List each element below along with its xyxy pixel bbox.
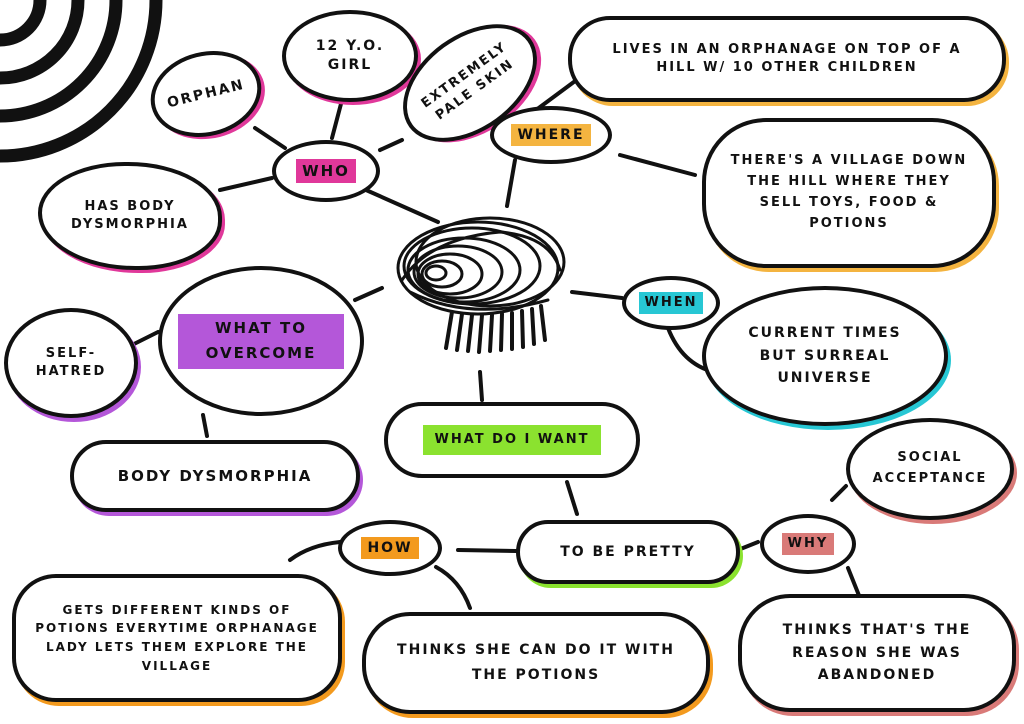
orphan-text: ORPHAN bbox=[165, 76, 247, 111]
abandoned-reason-bubble: THINKS THAT'S THE REASON SHE WAS ABANDON… bbox=[738, 594, 1016, 712]
social-acceptance-bubble: SOCIAL ACCEPTANCE bbox=[846, 418, 1014, 520]
to-be-pretty-bubble: TO BE PRETTY bbox=[516, 520, 740, 584]
how-node: HOW bbox=[338, 520, 442, 576]
potions-everytime-bubble: GETS DIFFERENT KINDS OF POTIONS EVERYTIM… bbox=[12, 574, 342, 702]
orphanage-text: LIVES IN AN ORPHANAGE ON TOP OF A HILL W… bbox=[612, 42, 962, 75]
can-do-it-text: THINKS SHE CAN DO IT WITH THE POTIONS bbox=[397, 641, 675, 683]
to-be-pretty-text: TO BE PRETTY bbox=[560, 543, 696, 560]
why-node: WHY bbox=[760, 514, 856, 574]
village-bubble: THERE'S A VILLAGE DOWN THE HILL WHERE TH… bbox=[702, 118, 996, 268]
self-hatred-bubble: SELF-HATRED bbox=[4, 308, 138, 418]
where-label: WHERE bbox=[511, 123, 591, 147]
social-acceptance-text: SOCIAL ACCEPTANCE bbox=[872, 450, 988, 486]
body-dysmorphia-bubble: BODY DYSMORPHIA bbox=[70, 440, 360, 512]
current-times-text: CURRENT TIMES BUT SURREAL UNIVERSE bbox=[748, 325, 902, 387]
what-to-overcome-label: WHAT TO OVERCOME bbox=[178, 313, 344, 369]
age-bubble: 12 Y.O. GIRL bbox=[282, 10, 418, 102]
when-label: WHEN bbox=[638, 292, 704, 314]
when-node: WHEN bbox=[622, 276, 720, 330]
where-node: WHERE bbox=[490, 106, 612, 164]
what-to-overcome-node: WHAT TO OVERCOME bbox=[158, 266, 364, 416]
what-do-i-want-label: WHAT DO I WANT bbox=[422, 425, 602, 455]
why-label: WHY bbox=[781, 533, 835, 555]
current-times-bubble: CURRENT TIMES BUT SURREAL UNIVERSE bbox=[702, 286, 948, 426]
village-text: THERE'S A VILLAGE DOWN THE HILL WHERE TH… bbox=[730, 153, 968, 231]
has-body-dysmorphia-text: HAS BODY DYSMORPHIA bbox=[71, 199, 189, 232]
has-body-dysmorphia-bubble: HAS BODY DYSMORPHIA bbox=[38, 162, 222, 270]
body-dysmorphia-text: BODY DYSMORPHIA bbox=[117, 466, 313, 485]
orphanage-bubble: LIVES IN AN ORPHANAGE ON TOP OF A HILL W… bbox=[568, 16, 1006, 102]
abandoned-reason-text: THINKS THAT'S THE REASON SHE WAS ABANDON… bbox=[782, 622, 972, 684]
who-node: WHO bbox=[272, 140, 380, 202]
what-do-i-want-node: WHAT DO I WANT bbox=[384, 402, 640, 478]
potions-everytime-text: GETS DIFFERENT KINDS OF POTIONS EVERYTIM… bbox=[35, 602, 319, 673]
can-do-it-bubble: THINKS SHE CAN DO IT WITH THE POTIONS bbox=[362, 612, 710, 714]
who-label: WHO bbox=[296, 158, 356, 184]
self-hatred-text: SELF-HATRED bbox=[35, 346, 107, 379]
age-text: 12 Y.O. GIRL bbox=[315, 38, 385, 73]
how-label: HOW bbox=[361, 536, 419, 560]
